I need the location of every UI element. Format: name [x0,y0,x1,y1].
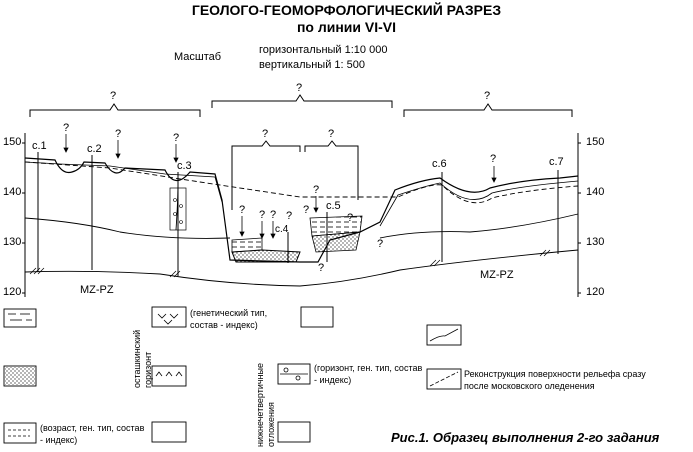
well-6-label: с.6 [432,158,447,170]
elevation-150-left: 150 [3,136,22,148]
question-mark: ? [303,204,310,216]
valley-fill-dashed [231,237,263,253]
contact-lines [24,179,579,287]
wells [37,152,559,276]
elevation-140-right: 140 [586,186,605,198]
ground-surface [24,157,579,263]
basement-hatch [29,249,551,278]
question-mark: ? [270,209,277,221]
basement-label-left: MZ-PZ [80,284,114,296]
well-3-symbols [173,198,183,224]
section-title: ГЕОЛОГО-ГЕОМОРФОЛОГИЧЕСКИЙ РАЗРЕЗ [191,2,502,18]
valley-fill-dotted [231,249,301,263]
question-mark: ? [318,262,325,274]
well-2-label: с.2 [87,143,102,155]
question-mark: ? [286,210,293,222]
scale-vertical: вертикальный 1: 500 [259,59,365,71]
elevation-120-right: 120 [586,286,605,298]
ground-surface-lower [24,161,579,227]
well-5-label: с.5 [326,200,341,212]
elevation-150-right: 150 [586,136,605,148]
section-subtitle: по линии VI-VI [296,19,397,35]
elevation-120-left: 120 [3,286,22,298]
legend-fills [5,313,459,437]
well-4-label: с.4 [275,224,289,235]
question-arrows [63,134,497,239]
top-braces [29,94,573,210]
question-mark: ? [262,128,269,140]
lower-quaternary-label: нижнечетвертичные отложения [255,363,276,447]
terrace-dotted [311,231,361,253]
basement-label-right: MZ-PZ [480,269,514,281]
legend-reconstruction-text: Реконструкция поверхности рельефа сразу … [464,369,646,391]
well-3-label: с.3 [177,160,192,172]
reconstruction-line [24,161,579,204]
well-7-label: с.7 [549,156,564,168]
question-mark: ? [328,128,335,140]
legend-boxes [3,306,462,444]
legend-horizon-text: (горизонт, ген. тип, состав - индекс) [314,363,423,385]
legend-genetic-text: (генетический тип, состав - индекс) [190,308,268,330]
scale-horizontal: горизонтальный 1:10 000 [259,44,388,56]
well-3-column [169,187,187,231]
question-mark: ? [347,212,354,224]
question-mark: ? [296,82,303,94]
question-mark: ? [63,122,70,134]
legend-age-text: (возраст, ген. тип, состав - индекс) [40,423,145,445]
question-mark: ? [115,128,122,140]
elevation-130-left: 130 [3,236,22,248]
left-elevation-axis [22,133,26,297]
scale-label: Масштаб [174,51,222,63]
ostashkov-horizon-label: осташкинский горизонт [132,329,153,388]
question-mark: ? [484,90,491,102]
question-mark: ? [110,90,117,102]
question-mark: ? [313,184,320,196]
right-elevation-axis [577,133,581,297]
question-mark: ? [239,204,246,216]
elevation-130-right: 130 [586,236,605,248]
question-mark: ? [173,132,180,144]
question-mark: ? [490,153,497,165]
well-1-label: с.1 [32,140,47,152]
elevation-140-left: 140 [3,186,22,198]
figure-caption: Рис.1. Образец выполнения 2-го задания [391,430,660,445]
question-mark: ? [377,238,384,250]
question-mark: ? [259,209,266,221]
